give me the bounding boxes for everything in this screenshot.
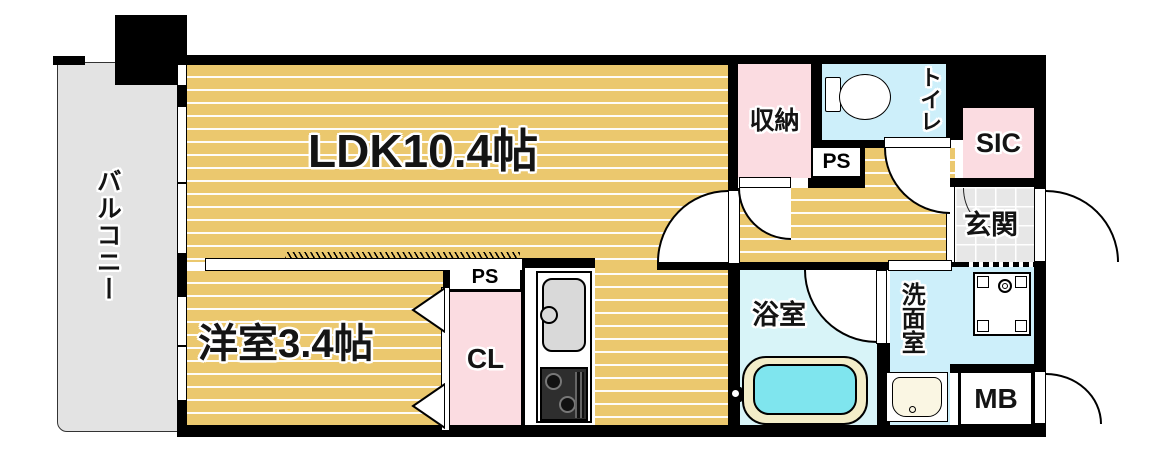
stove-icon — [540, 367, 588, 421]
mb-door-arc — [1046, 373, 1102, 424]
toilet-bowl-icon — [839, 74, 891, 120]
closet-folding-door — [441, 287, 450, 431]
western-room-label: 洋室3.4帖 — [198, 322, 374, 366]
sliding-door-ldk-room — [205, 258, 523, 271]
wall-mb-top — [950, 364, 1046, 373]
entrance-sill-dashed — [963, 262, 1034, 267]
ps-top-box: PS — [813, 148, 860, 176]
wall-bath-left — [728, 262, 740, 425]
vanity-bowl — [892, 377, 942, 417]
closet-door-chevron-top — [411, 287, 445, 333]
balcony-label: バルコニー — [93, 168, 122, 303]
west-wall-seg-bot — [177, 400, 187, 437]
sic-room: SIC — [963, 108, 1034, 178]
west-wall-seg-mid — [177, 253, 187, 297]
entrance-door-leaf — [1034, 188, 1046, 262]
washer-corner — [977, 320, 989, 332]
structural-column — [115, 15, 187, 85]
wall-storage-toilet — [811, 55, 822, 145]
bath-faucet-icon — [730, 387, 742, 402]
washer-corner — [977, 276, 989, 288]
vanity-drain — [909, 406, 916, 413]
entrance-label: 玄関 — [964, 210, 1018, 240]
wall-east-mid — [1034, 260, 1046, 373]
window-mullion-ldk — [177, 182, 187, 184]
closet-room: CL — [450, 292, 521, 425]
wall-ne-block — [963, 55, 1046, 108]
stove-grill — [575, 372, 584, 418]
ldk-floor — [187, 65, 728, 262]
bathtub-water — [753, 364, 857, 415]
west-window — [177, 65, 187, 437]
washroom-label: 洗面室 — [897, 282, 925, 354]
kitchen-sink-icon — [540, 278, 586, 352]
storage-room: 収納 — [738, 64, 811, 178]
balcony-end-wall — [53, 56, 85, 65]
ps-bottom-box: PS — [450, 266, 520, 289]
washer-corner — [1015, 320, 1027, 332]
wall-toilet-bottom — [860, 140, 886, 148]
western-room-floor — [187, 271, 443, 425]
closet-door-chevron-bottom — [411, 383, 445, 429]
bathroom-label: 浴室 — [752, 300, 806, 330]
wall-sic-bottom — [946, 178, 1034, 187]
washer-tap-icon — [998, 279, 1012, 293]
bathtub-icon — [742, 356, 868, 425]
vanity-sink-icon — [886, 372, 948, 422]
wall-hall-bottom — [657, 262, 890, 270]
entrance-door-arc — [1046, 190, 1119, 262]
mb-door-leaf — [1034, 371, 1046, 424]
bath-faucet-dot — [732, 390, 739, 397]
kitchen-faucet-icon — [540, 306, 558, 324]
washing-machine-icon — [973, 272, 1031, 336]
stove-burner — [559, 396, 576, 413]
washroom-door — [888, 260, 952, 271]
west-wall-seg-top — [177, 85, 187, 107]
ldk-door-leaf — [728, 190, 740, 264]
ps-bottom-label: PS — [471, 266, 499, 288]
entrance-step — [946, 187, 955, 262]
closet-label: CL — [466, 342, 505, 374]
window-mullion-room — [177, 345, 187, 347]
stove-burner — [545, 373, 562, 390]
ps-top-label: PS — [822, 150, 851, 173]
meter-box-label: MB — [974, 382, 1018, 414]
wall-hall-bottom-stub — [950, 262, 963, 270]
bathroom-door-leaf — [876, 270, 887, 344]
wall-cl-kitchen — [521, 268, 525, 425]
storage-door-leaf — [739, 177, 791, 188]
wall-north — [185, 55, 1046, 65]
storage-label: 収納 — [749, 106, 800, 135]
toilet-door-leaf — [884, 137, 951, 148]
washer-corner — [1015, 276, 1027, 288]
balcony-floor — [57, 62, 179, 432]
wall-storage-left — [728, 55, 738, 190]
wall-toilet-sic — [946, 55, 963, 140]
sliding-door-track-hatch — [285, 252, 520, 259]
sic-label: SIC — [975, 127, 1021, 158]
toilet-label: トイレ — [917, 66, 943, 132]
kitchen-corridor-floor — [595, 262, 728, 425]
wall-south — [177, 425, 1046, 437]
ldk-label: LDK10.4帖 — [308, 125, 539, 177]
meter-box: MB — [958, 370, 1034, 427]
